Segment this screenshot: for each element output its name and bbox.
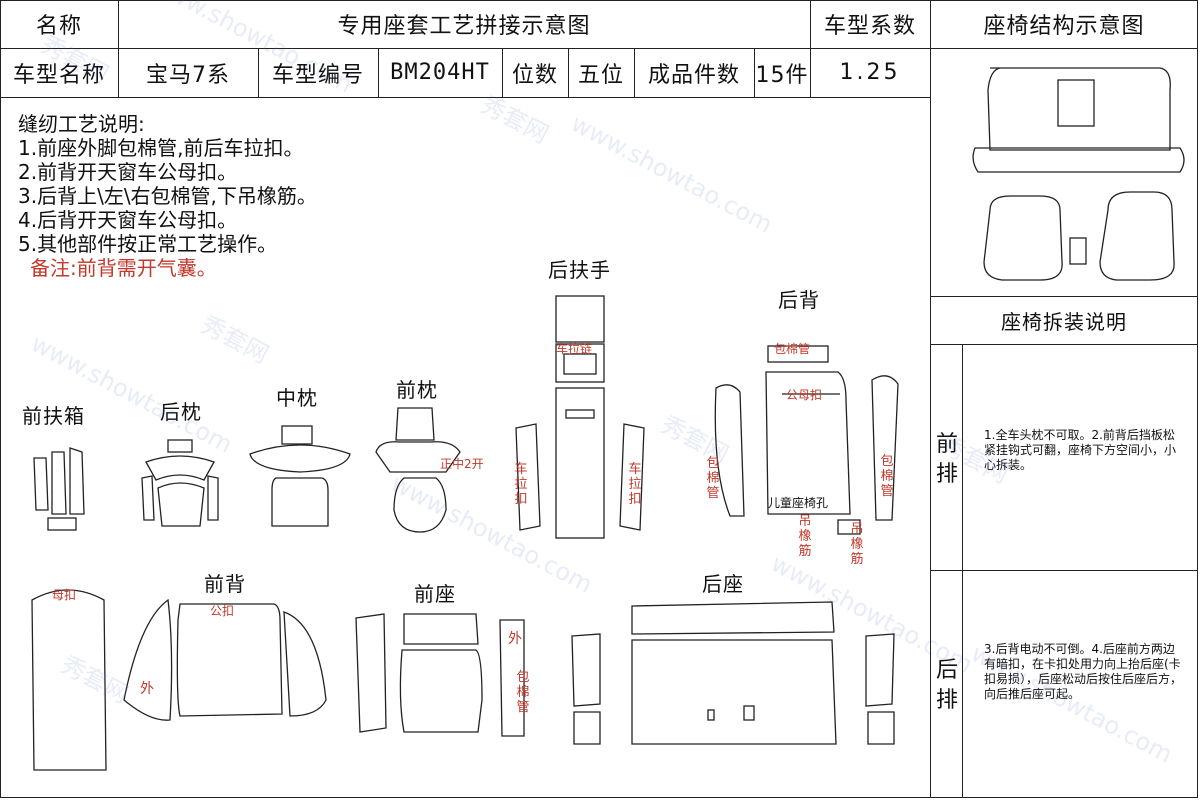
- rear-center-armrest: [1057, 79, 1095, 127]
- disassembly-title: 座椅拆装说明: [1001, 309, 1127, 334]
- header-col-4: [502, 48, 503, 97]
- label-front-seat: 前座: [414, 582, 456, 606]
- note-piping-top: 包棉管: [774, 342, 811, 356]
- label-rear-pillow: 后枕: [160, 400, 202, 424]
- panel-divider-1: [930, 296, 1198, 297]
- note-piping-right: 包棉管: [880, 454, 894, 499]
- panel-divider-2: [930, 344, 1198, 345]
- notes-remark: 备注:前背需开气囊。: [30, 256, 217, 280]
- model-code: BM204HT: [390, 60, 490, 85]
- front-back-pieces: [31, 589, 327, 771]
- note-item: 2.前背开天窗车公母扣。: [18, 160, 238, 184]
- model-name: 宝马7系: [146, 62, 230, 88]
- note-zip: 车拉链: [556, 342, 593, 356]
- header-divider-1: [0, 48, 930, 49]
- seats-label: 位数: [511, 62, 558, 88]
- model-name-label: 车型名称: [12, 62, 105, 88]
- front-row-instructions: 1.全车头枕不可取。2.前背后挡板松紧挂钩式可翻，座椅下方空间小，小心拆装。: [984, 428, 1177, 472]
- header-divider-2: [0, 97, 930, 98]
- seat-structure-diagram: [972, 67, 1185, 281]
- note-outer-2: 外: [508, 631, 522, 647]
- header-col-6: [634, 48, 635, 97]
- note-item: 1.前座外脚包棉管,前后车拉扣。: [18, 136, 304, 160]
- middle-pillow-pieces: [249, 425, 351, 527]
- front-seat-pieces: [355, 613, 525, 737]
- note-elastic-1: 吊橡筋: [798, 514, 812, 559]
- coefficient-value: 1.25: [839, 60, 901, 85]
- note-male: 公扣: [210, 604, 235, 618]
- seats-value: 五位: [577, 62, 624, 88]
- pieces-value: 15件: [755, 62, 809, 88]
- rear-seat-pieces: [571, 601, 895, 745]
- note-zip-pull-right: 车拉扣: [628, 462, 642, 507]
- header-col-7: [754, 48, 755, 97]
- pieces-label: 成品件数: [647, 62, 740, 88]
- front-seat-right: [1099, 191, 1175, 281]
- rear-row-instructions: 3.后背电动不可倒。4.后座前方两边有暗扣，在卡扣处用力向上抬后座(卡扣易损），…: [984, 642, 1183, 701]
- label-front-back: 前背: [204, 572, 246, 596]
- rear-armrest-pieces: [515, 295, 645, 539]
- note-item: 5.其他部件按正常工艺操作。: [18, 232, 278, 256]
- front-row-label: 前排: [935, 432, 958, 487]
- notes-heading: 缝纫工艺说明:: [18, 112, 145, 136]
- rear-back-pieces: [714, 345, 899, 535]
- label-middle-pillow: 中枕: [276, 386, 318, 410]
- console-box: [1069, 237, 1087, 265]
- coefficient-label: 车型系数: [823, 14, 916, 39]
- label-front-armrest-box: 前扶箱: [22, 404, 85, 428]
- header-col-5: [568, 48, 569, 97]
- model-code-label: 车型编号: [271, 62, 364, 88]
- label-rear-seat: 后座: [702, 572, 744, 596]
- right-panel-divider: [930, 0, 931, 798]
- note-child-seat: 儿童座椅孔: [768, 496, 829, 510]
- panel-row-label-divider: [962, 344, 963, 798]
- rear-bench-cushion: [972, 147, 1185, 173]
- name-label: 名称: [35, 14, 82, 39]
- note-female: 母扣: [52, 588, 77, 602]
- label-front-pillow: 前枕: [396, 378, 438, 402]
- structure-title: 座椅结构示意图: [983, 14, 1145, 39]
- front-armrest-box-pieces: [33, 447, 85, 531]
- note-elastic-2: 吊橡筋: [850, 522, 864, 567]
- note-item: 3.后背上\左\右包棉管,下吊橡筋。: [18, 184, 317, 208]
- label-rear-armrest: 后扶手: [548, 258, 611, 282]
- rear-bench-back: [987, 67, 1171, 151]
- note-male-female: 公母扣: [786, 388, 823, 402]
- rear-pillow-pieces: [141, 439, 219, 527]
- header-col-3: [378, 48, 379, 97]
- note-piping-left: 包棉管: [706, 456, 720, 501]
- note-item: 4.后背开天窗车公母扣。: [18, 208, 238, 232]
- header-col-2: [258, 48, 259, 97]
- note-outer-1: 外: [140, 681, 154, 697]
- sewing-notes: 缝纫工艺说明: 1.前座外脚包棉管,前后车拉扣。 2.前背开天窗车公母扣。 3.…: [18, 112, 317, 280]
- rear-row-label: 后排: [935, 658, 958, 713]
- front-pillow-pieces: [375, 407, 461, 533]
- note-zip-pull-left: 车拉扣: [514, 462, 528, 507]
- sheet-title: 专用座套工艺拼接示意图: [337, 14, 591, 39]
- label-rear-back: 后背: [778, 288, 820, 312]
- front-seat-left: [983, 195, 1063, 281]
- note-front-piping: 包棉管: [516, 670, 530, 715]
- header-col-1: [118, 0, 119, 97]
- header-col-title-end: [810, 0, 811, 97]
- structure-divider: [930, 48, 1198, 49]
- note-zip-center: 正中2开: [440, 457, 484, 471]
- panel-divider-3: [930, 570, 1198, 571]
